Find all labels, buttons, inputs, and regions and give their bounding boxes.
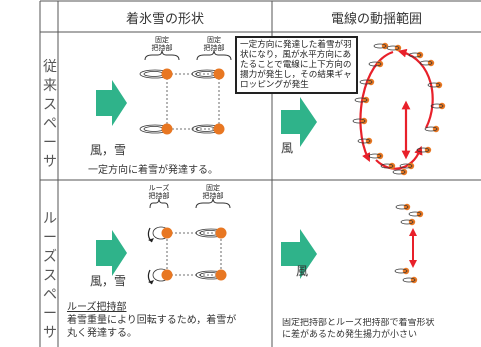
clamp-label-fixed: 固定 把持部 <box>203 36 225 52</box>
row2-caption-line2: 丸く発達する。 <box>67 328 137 339</box>
clamp-bracket-icon <box>149 197 231 209</box>
row-label-loose-spacer: ル ー ズ ス ペ ー サ <box>43 211 57 341</box>
galloping-trajectory <box>359 48 434 170</box>
wind-arrow-icon <box>281 97 317 147</box>
header-snow-shape: 着氷雪の形状 <box>125 12 204 27</box>
spacer-frame <box>166 232 222 276</box>
wind-snow-label: 風，雪 <box>90 274 127 288</box>
clamp-label-fixed: 固定 把持部 <box>151 36 173 52</box>
conductor-snow-samples <box>352 42 446 176</box>
clamp-bracket-icon <box>144 49 232 61</box>
wind-label: 風 <box>296 264 309 278</box>
row-label-conventional-spacer: 従 来 ス ペ ー サ <box>43 59 57 170</box>
loose-clamp-title: ルーズ把持部 <box>67 302 127 313</box>
small-motion-trajectory <box>394 203 424 284</box>
wind-arrow-icon <box>281 229 317 279</box>
clamp-label-loose: ルーズ 把持部 <box>148 184 170 200</box>
wind-arrow-icon <box>96 80 127 126</box>
rotation-arrow-icon <box>147 227 153 285</box>
wind-label: 風 <box>281 141 294 155</box>
row2-result-line2: に差があるため発生揚力が小さい <box>282 330 418 340</box>
row2-result-line1: 固定把持部とルーズ把持部で着雪形状 <box>282 318 435 328</box>
snow-accretion-feathers <box>139 69 223 134</box>
conductor-icon <box>161 68 225 135</box>
row2-caption-line1: 着雪重量により回転するため，着雪が <box>67 315 237 326</box>
header-conductor-motion: 電線の動揺範囲 <box>330 12 422 27</box>
row1-caption: 一定方向に着雪が発達する。 <box>88 165 218 176</box>
conductor-icon <box>161 227 227 281</box>
galloping-callout: 一定方向に発達した着雪が羽状になり，風が水平方向にあたることで電線に上下方向の揚… <box>235 36 358 94</box>
wind-arrow-icon <box>96 230 127 276</box>
clamp-label-fixed: 固定 把持部 <box>202 184 224 200</box>
spacer-frame <box>166 73 220 130</box>
wind-snow-label: 風，雪 <box>90 143 127 157</box>
